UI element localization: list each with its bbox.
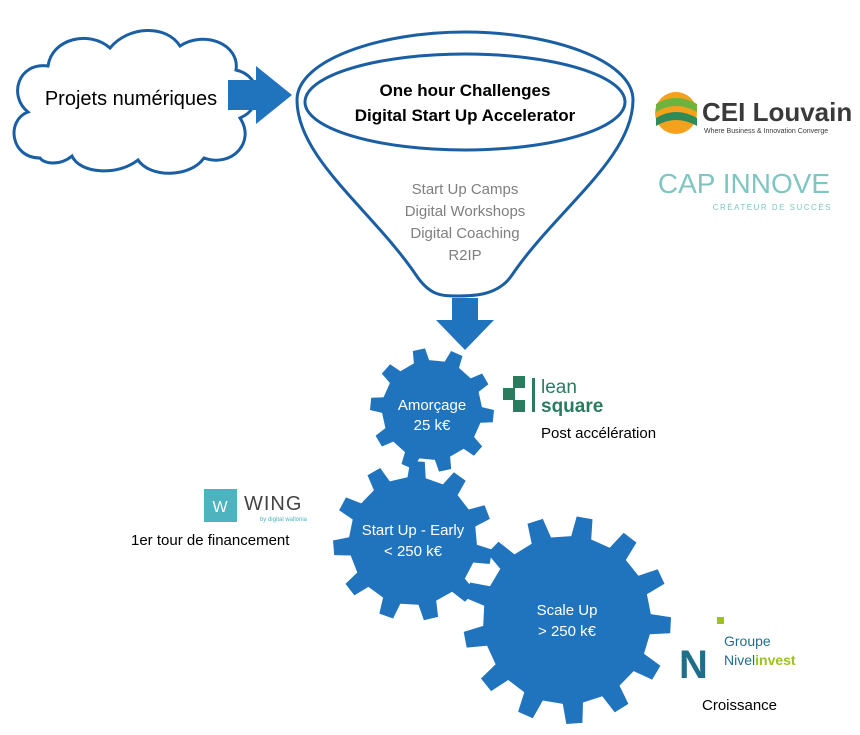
funnel-item: Start Up Camps bbox=[412, 181, 519, 198]
wing-caption: 1er tour de financement bbox=[131, 532, 290, 549]
gear-startup-early bbox=[333, 461, 493, 621]
nivelinvest-dot bbox=[717, 617, 724, 624]
nivelinvest-mark: N bbox=[679, 643, 708, 687]
leansquare-logo: lean square bbox=[503, 376, 603, 417]
leansquare-line1: lean bbox=[541, 377, 577, 398]
cap-name: CAP INNOVE bbox=[658, 168, 830, 199]
funnel-item: R2IP bbox=[448, 247, 481, 264]
gear-startup-line2: < 250 k€ bbox=[384, 543, 443, 560]
gear-scaleup-line2: > 250 k€ bbox=[538, 623, 597, 640]
nivelinvest-line1: Groupe bbox=[724, 633, 771, 649]
gear-amorcage bbox=[370, 348, 494, 472]
cap-tagline: CRÉATEUR DE SUCCÈS bbox=[713, 203, 832, 212]
leansquare-mark bbox=[513, 376, 525, 388]
nivelinvest-line2a: Nivel bbox=[724, 652, 755, 668]
nivelinvest-caption: Croissance bbox=[702, 697, 777, 714]
cei-louvain-logo: CEI Louvain Where Business & Innovation … bbox=[655, 92, 852, 135]
funnel-item: Digital Coaching bbox=[410, 225, 519, 242]
wing-mark bbox=[204, 489, 237, 522]
nivelinvest-line2: Nivelinvest bbox=[724, 652, 796, 668]
funnel-rim bbox=[303, 52, 627, 152]
cloud-label: Projets numériques bbox=[45, 88, 217, 110]
gear-amorcage-line1: Amorçage bbox=[398, 397, 466, 414]
leansquare-line2: square bbox=[541, 396, 603, 417]
wing-name: WING bbox=[244, 493, 302, 515]
gear-scale-up bbox=[463, 516, 671, 724]
cap-innove-logo: CAP INNOVE CRÉATEUR DE SUCCÈS bbox=[658, 168, 832, 212]
nivelinvest-logo: N Groupe Nivelinvest bbox=[679, 617, 796, 687]
funnel-title-line2: Digital Start Up Accelerator bbox=[355, 106, 576, 125]
gear-scaleup-line1: Scale Up bbox=[537, 602, 598, 619]
wing-mark-letter: W bbox=[212, 499, 228, 516]
funnel-item: Digital Workshops bbox=[405, 203, 526, 220]
arrow-down bbox=[436, 298, 494, 350]
gear-startup-line1: Start Up - Early bbox=[362, 522, 465, 539]
wing-tagline: by digital wallonia bbox=[260, 517, 308, 523]
cei-name: CEI Louvain bbox=[702, 97, 852, 127]
funnel-shape bbox=[295, 30, 635, 298]
cloud-shape bbox=[12, 29, 259, 175]
leansquare-caption: Post accélération bbox=[541, 425, 656, 442]
arrow-right bbox=[228, 66, 292, 124]
gear-amorcage-line2: 25 k€ bbox=[414, 417, 451, 434]
cei-tagline: Where Business & Innovation Converge bbox=[704, 128, 828, 135]
funnel-title-line1: One hour Challenges bbox=[380, 81, 551, 100]
wing-logo: W WING by digital wallonia bbox=[204, 489, 308, 523]
nivelinvest-line2b: invest bbox=[755, 652, 796, 668]
